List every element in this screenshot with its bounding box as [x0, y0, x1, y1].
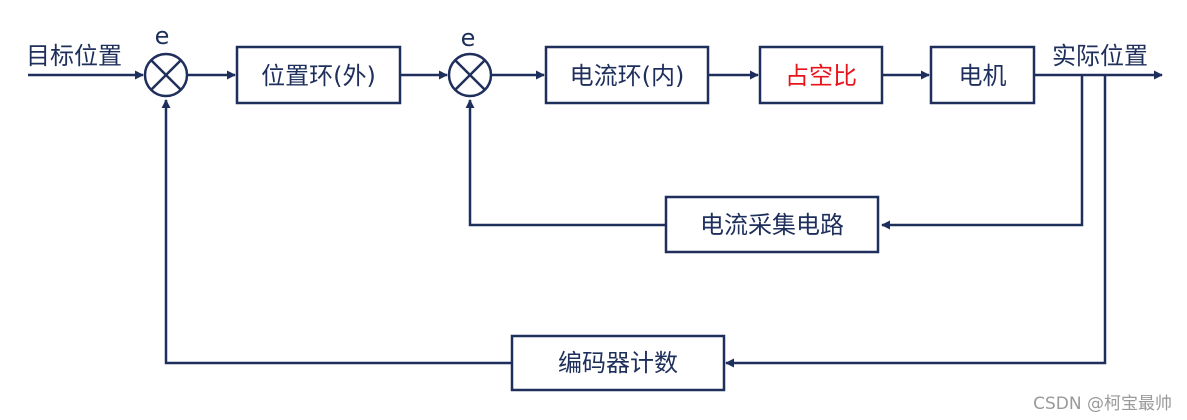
input-label: 目标位置 [26, 42, 122, 70]
error-label-inner: e [461, 24, 476, 52]
encoder-count-label: 编码器计数 [558, 349, 678, 377]
watermark: CSDN @柯宝最帅 [1033, 394, 1172, 414]
encoder-count-block: 编码器计数 [510, 334, 726, 392]
motor-label: 电机 [959, 62, 1007, 90]
current-feedback-return-path [465, 99, 666, 227]
duty-cycle-block: 占空比 [758, 45, 884, 105]
current-loop-block: 电流环(内) [544, 45, 710, 105]
error-label-outer: e [155, 22, 170, 50]
output-label: 实际位置 [1052, 42, 1148, 70]
motor-block: 电机 [929, 45, 1036, 105]
position-loop-label: 位置环(外) [261, 62, 376, 90]
sum-junction-inner [447, 52, 493, 98]
current-feedback-path [881, 75, 1084, 230]
position-loop-block: 位置环(外) [235, 45, 402, 105]
sum-junction-outer [143, 52, 189, 98]
current-sensing-block: 电流采集电路 [664, 195, 880, 254]
position-feedback-path [725, 75, 1107, 368]
current-sensing-label: 电流采集电路 [700, 211, 844, 239]
current-loop-label: 电流环(内) [570, 62, 685, 90]
position-feedback-return-path [161, 99, 512, 365]
duty-cycle-label: 占空比 [785, 62, 857, 90]
